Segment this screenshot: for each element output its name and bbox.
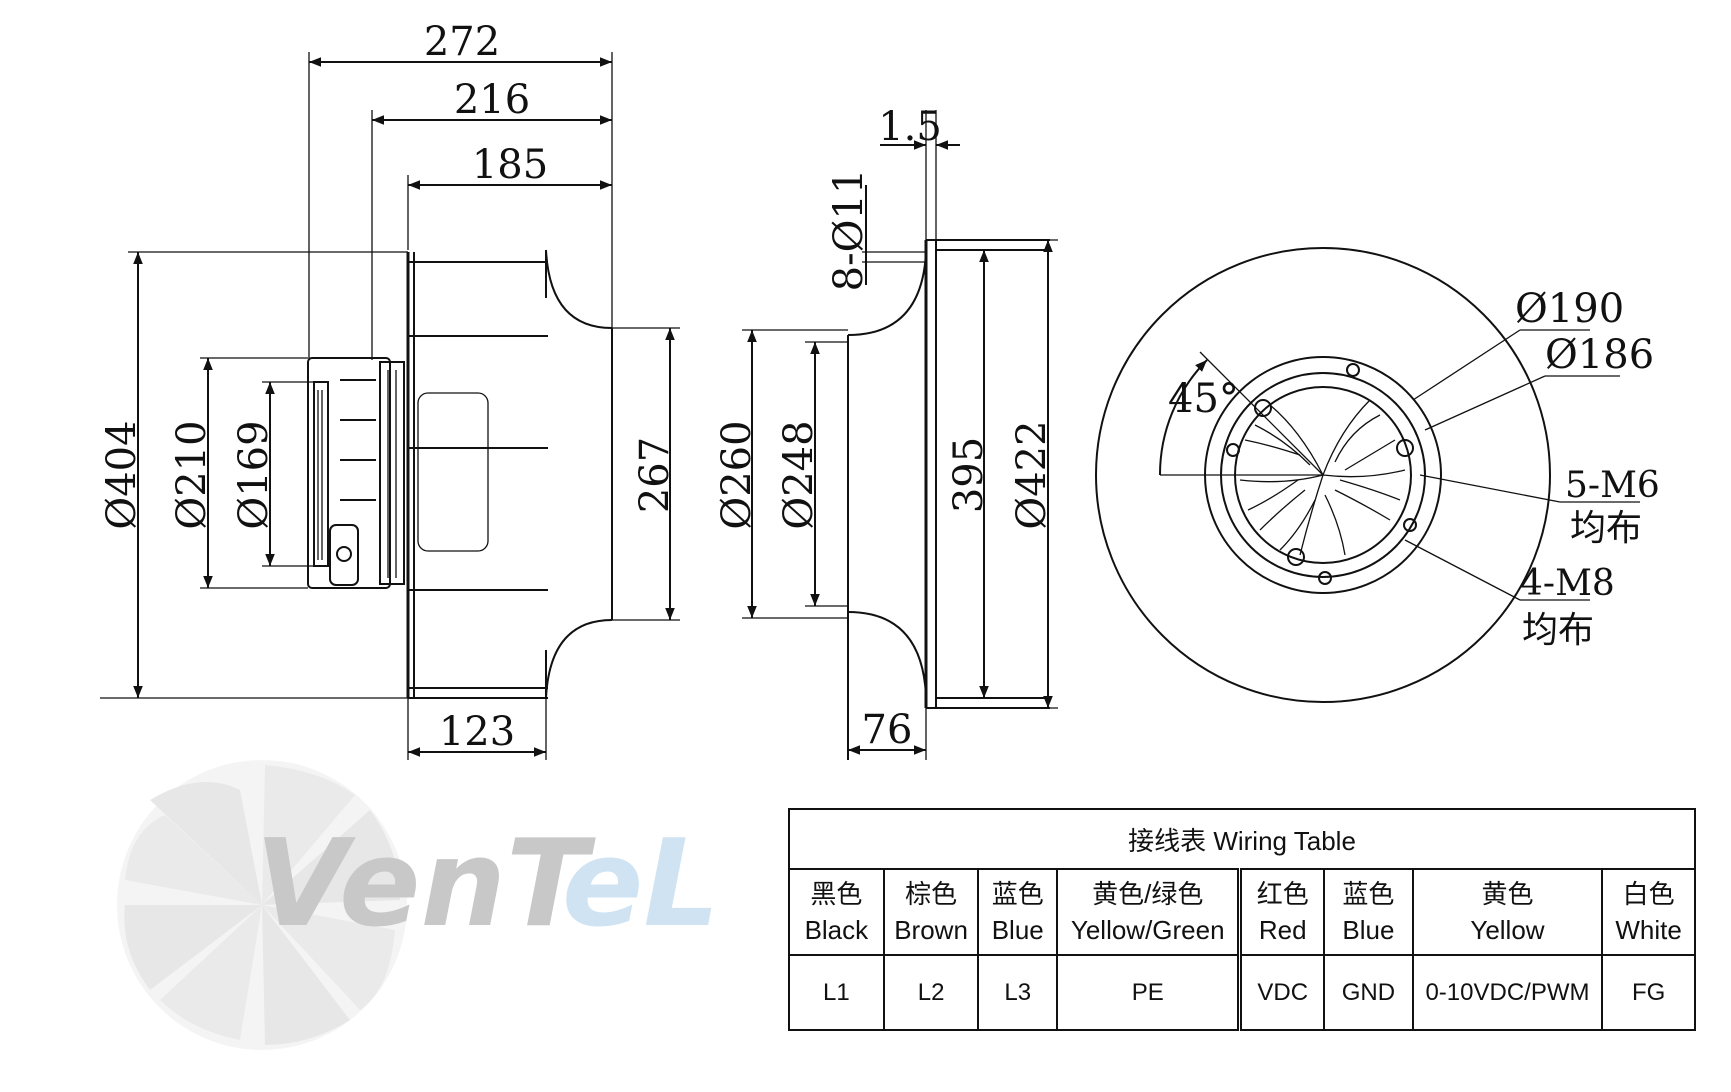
wire-color-en: Blue xyxy=(991,915,1044,945)
wiring-table-title: 接线表 Wiring Table xyxy=(788,808,1696,870)
wire-color-cn: 黄色 xyxy=(1481,879,1534,909)
dim-d422: Ø422 xyxy=(1009,420,1055,529)
wiring-value-cell: FG xyxy=(1601,954,1696,1031)
dim-d248: Ø248 xyxy=(776,420,822,529)
dim-4-m8: 4-M8 xyxy=(1520,563,1615,604)
wire-color-en: Blue xyxy=(1342,915,1395,945)
dim-d169: Ø169 xyxy=(231,420,277,529)
wire-color-en: Black xyxy=(804,915,869,945)
dim-d260: Ø260 xyxy=(714,420,760,529)
inlet-ring-side-view: 1.5 8-Ø11 Ø260 Ø248 395 Ø422 76 xyxy=(714,104,1058,760)
wire-color-cn: 黄色/绿色 xyxy=(1092,879,1204,909)
dim-5-m6: 5-M6 xyxy=(1565,465,1660,506)
dim-1-5: 1.5 xyxy=(878,104,942,150)
wiring-header-cell: 棕色 Brown xyxy=(882,868,980,956)
wiring-header-cell: 白色 White xyxy=(1601,868,1696,956)
wiring-value-cell: L1 xyxy=(788,954,885,1031)
wire-color-en: Yellow xyxy=(1470,915,1545,945)
wiring-header-cell: 蓝色 Blue xyxy=(1323,868,1414,956)
fan-front-view: 45° Ø190 Ø186 5-M6 均布 4-M8 均布 xyxy=(1095,247,1660,703)
wiring-header-cell: 黄色 Yellow xyxy=(1411,868,1604,956)
wiring-header-cell: 黄色/绿色 Yellow/Green xyxy=(1056,868,1241,956)
wire-color-cn: 红色 xyxy=(1256,879,1309,909)
dim-d190: Ø190 xyxy=(1515,286,1624,332)
wiring-header-cell: 红色 Red xyxy=(1237,868,1326,956)
motor-rotor-pattern xyxy=(1239,399,1406,556)
ventel-watermark: VenT eL xyxy=(117,760,720,1050)
wiring-value-cell: L2 xyxy=(882,954,980,1031)
wiring-value-cell: 0-10VDC/PWM xyxy=(1411,954,1604,1031)
dim-45-deg: 45° xyxy=(1168,376,1239,422)
wiring-value-cell: VDC xyxy=(1237,954,1326,1031)
wiring-header-cell: 蓝色 Blue xyxy=(977,868,1059,956)
wire-color-cn: 棕色 xyxy=(905,879,958,909)
dim-d210: Ø210 xyxy=(169,420,215,529)
dim-185: 185 xyxy=(472,142,548,188)
dim-272: 272 xyxy=(424,19,500,65)
wiring-value-row: L1 L2 L3 PE VDC GND 0-10VDC/PWM FG xyxy=(788,954,1696,1031)
wire-color-cn: 黑色 xyxy=(810,879,863,909)
watermark-text-blue: eL xyxy=(562,815,720,954)
wiring-value-cell: PE xyxy=(1056,954,1241,1031)
dim-d186: Ø186 xyxy=(1545,332,1654,378)
wire-color-en: White xyxy=(1615,915,1682,945)
dim-4-m8-note: 均布 xyxy=(1522,610,1594,651)
wiring-value-cell: L3 xyxy=(977,954,1059,1031)
fan-logo-icon xyxy=(117,760,407,1050)
dim-123: 123 xyxy=(439,709,515,755)
wire-color-en: Brown xyxy=(894,915,968,945)
wire-color-cn: 蓝色 xyxy=(1342,879,1395,909)
dim-d404: Ø404 xyxy=(99,420,145,529)
wiring-header-cell: 黑色 Black xyxy=(788,868,885,956)
wire-color-en: Yellow/Green xyxy=(1070,915,1225,945)
dim-8-d11: 8-Ø11 xyxy=(826,169,872,292)
fan-side-view: 272 216 185 xyxy=(99,19,680,760)
dim-5-m6-note: 均布 xyxy=(1570,508,1642,549)
dim-395: 395 xyxy=(946,437,992,513)
wiring-value-cell: GND xyxy=(1323,954,1414,1031)
dim-76: 76 xyxy=(862,707,913,753)
wire-color-en: Red xyxy=(1258,915,1307,945)
dim-267: 267 xyxy=(632,437,678,513)
wiring-table: 接线表 Wiring Table 黑色 Black 棕色 Brown 蓝色 Blue … xyxy=(788,808,1696,1031)
wire-color-cn: 蓝色 xyxy=(991,879,1044,909)
wire-color-cn: 白色 xyxy=(1622,879,1675,909)
wiring-header-row: 黑色 Black 棕色 Brown 蓝色 Blue 黄色/绿色 Yellow/Green… xyxy=(788,868,1696,956)
dim-216: 216 xyxy=(454,77,530,123)
watermark-text-gray: VenT xyxy=(255,815,596,954)
